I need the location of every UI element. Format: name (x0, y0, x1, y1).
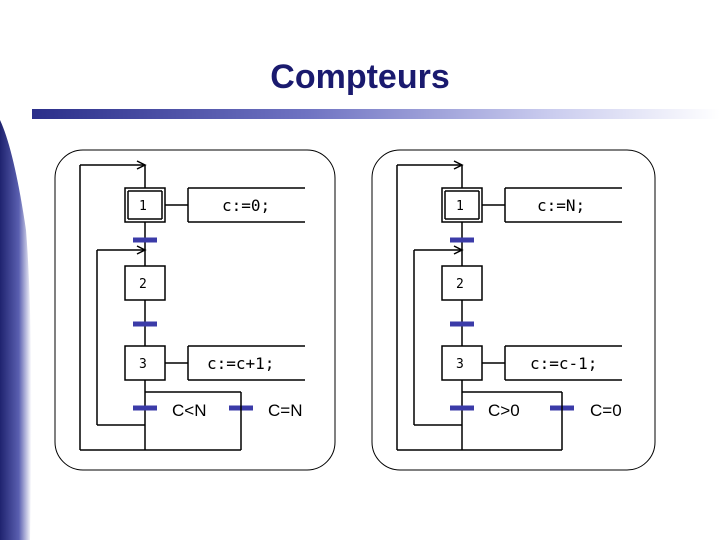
step-3-label: 3 (139, 357, 147, 372)
condition-exit: C=0 (590, 401, 622, 420)
loop-arrow-icon (453, 245, 464, 255)
slide-title: Compteurs (270, 58, 450, 96)
step-2 (124, 265, 166, 301)
action-step-3: c:=c+1; (207, 354, 274, 373)
counter-frame (371, 149, 656, 471)
action-step-1: c:=N; (537, 196, 585, 215)
action-step-3: c:=c-1; (530, 354, 597, 373)
step-2-label: 2 (456, 277, 464, 292)
return-arrow-icon (453, 160, 464, 170)
loop-arrow-icon (136, 245, 147, 255)
condition-loop: C>0 (488, 401, 520, 420)
counter-right: 1 2 3 c:=N; c:=c-1; C>0 C=0 (371, 149, 656, 471)
counter-frame (54, 149, 336, 471)
condition-exit: C=N (268, 401, 302, 420)
condition-loop: C<N (172, 401, 206, 420)
return-arrow-icon (136, 160, 147, 170)
step-3 (124, 345, 166, 381)
step-1-label: 1 (456, 199, 464, 214)
step-3 (441, 345, 483, 381)
step-1 (441, 187, 483, 223)
action-step-1: c:=0; (222, 196, 270, 215)
step-1-label: 1 (139, 199, 147, 214)
step-3-label: 3 (456, 357, 464, 372)
counter-left: 1 2 3 c:=0; c:=c+1; C<N (54, 149, 336, 471)
step-2 (441, 265, 483, 301)
title-underline-bar (32, 109, 720, 119)
step-2-label: 2 (139, 277, 147, 292)
